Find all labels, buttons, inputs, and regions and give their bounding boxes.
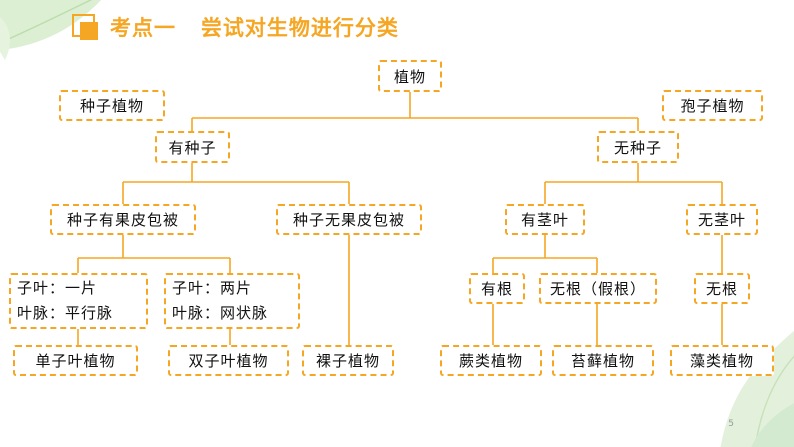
node-moss: 苔藓植物 (552, 345, 654, 376)
node-no-seed: 无种子 (597, 131, 679, 163)
node-dicot: 双子叶植物 (168, 345, 289, 376)
node-no-stem-leaf: 无茎叶 (686, 204, 758, 235)
node-no-root-false: 无根（假根） (539, 273, 657, 304)
node-no-root: 无根 (694, 273, 750, 304)
node-monocot-traits: 子叶：一片 叶脉：平行脉 (9, 273, 148, 329)
trait-vein-netted: 叶脉：网状脉 (172, 304, 269, 322)
trait-cotyledon-two: 子叶：两片 (172, 279, 253, 297)
node-has-stem-leaf: 有茎叶 (505, 204, 585, 235)
page-number: 5 (728, 419, 734, 429)
node-fern: 蕨类植物 (440, 345, 542, 376)
node-dicot-traits: 子叶：两片 叶脉：网状脉 (164, 273, 300, 329)
node-root: 植物 (378, 60, 442, 92)
title-square-icon (72, 14, 98, 40)
node-naked-seed: 种子无果皮包被 (276, 204, 422, 235)
page-title: 考点一 尝试对生物进行分类 (110, 16, 399, 40)
node-monocot: 单子叶植物 (13, 345, 138, 376)
node-covered-seed: 种子有果皮包被 (50, 204, 196, 235)
trait-cotyledon-one: 子叶：一片 (17, 279, 98, 297)
node-gymnosperm: 裸子植物 (302, 345, 394, 376)
node-has-root: 有根 (469, 273, 525, 304)
node-has-seed: 有种子 (155, 131, 230, 163)
trait-vein-parallel: 叶脉：平行脉 (17, 304, 114, 322)
label-spore-plants: 孢子植物 (662, 90, 763, 121)
leaf-decoration-top-left (0, 0, 102, 60)
leaf-decoration-bottom-right (720, 330, 794, 447)
label-seed-plants: 种子植物 (59, 90, 165, 121)
node-algae: 藻类植物 (670, 345, 774, 376)
